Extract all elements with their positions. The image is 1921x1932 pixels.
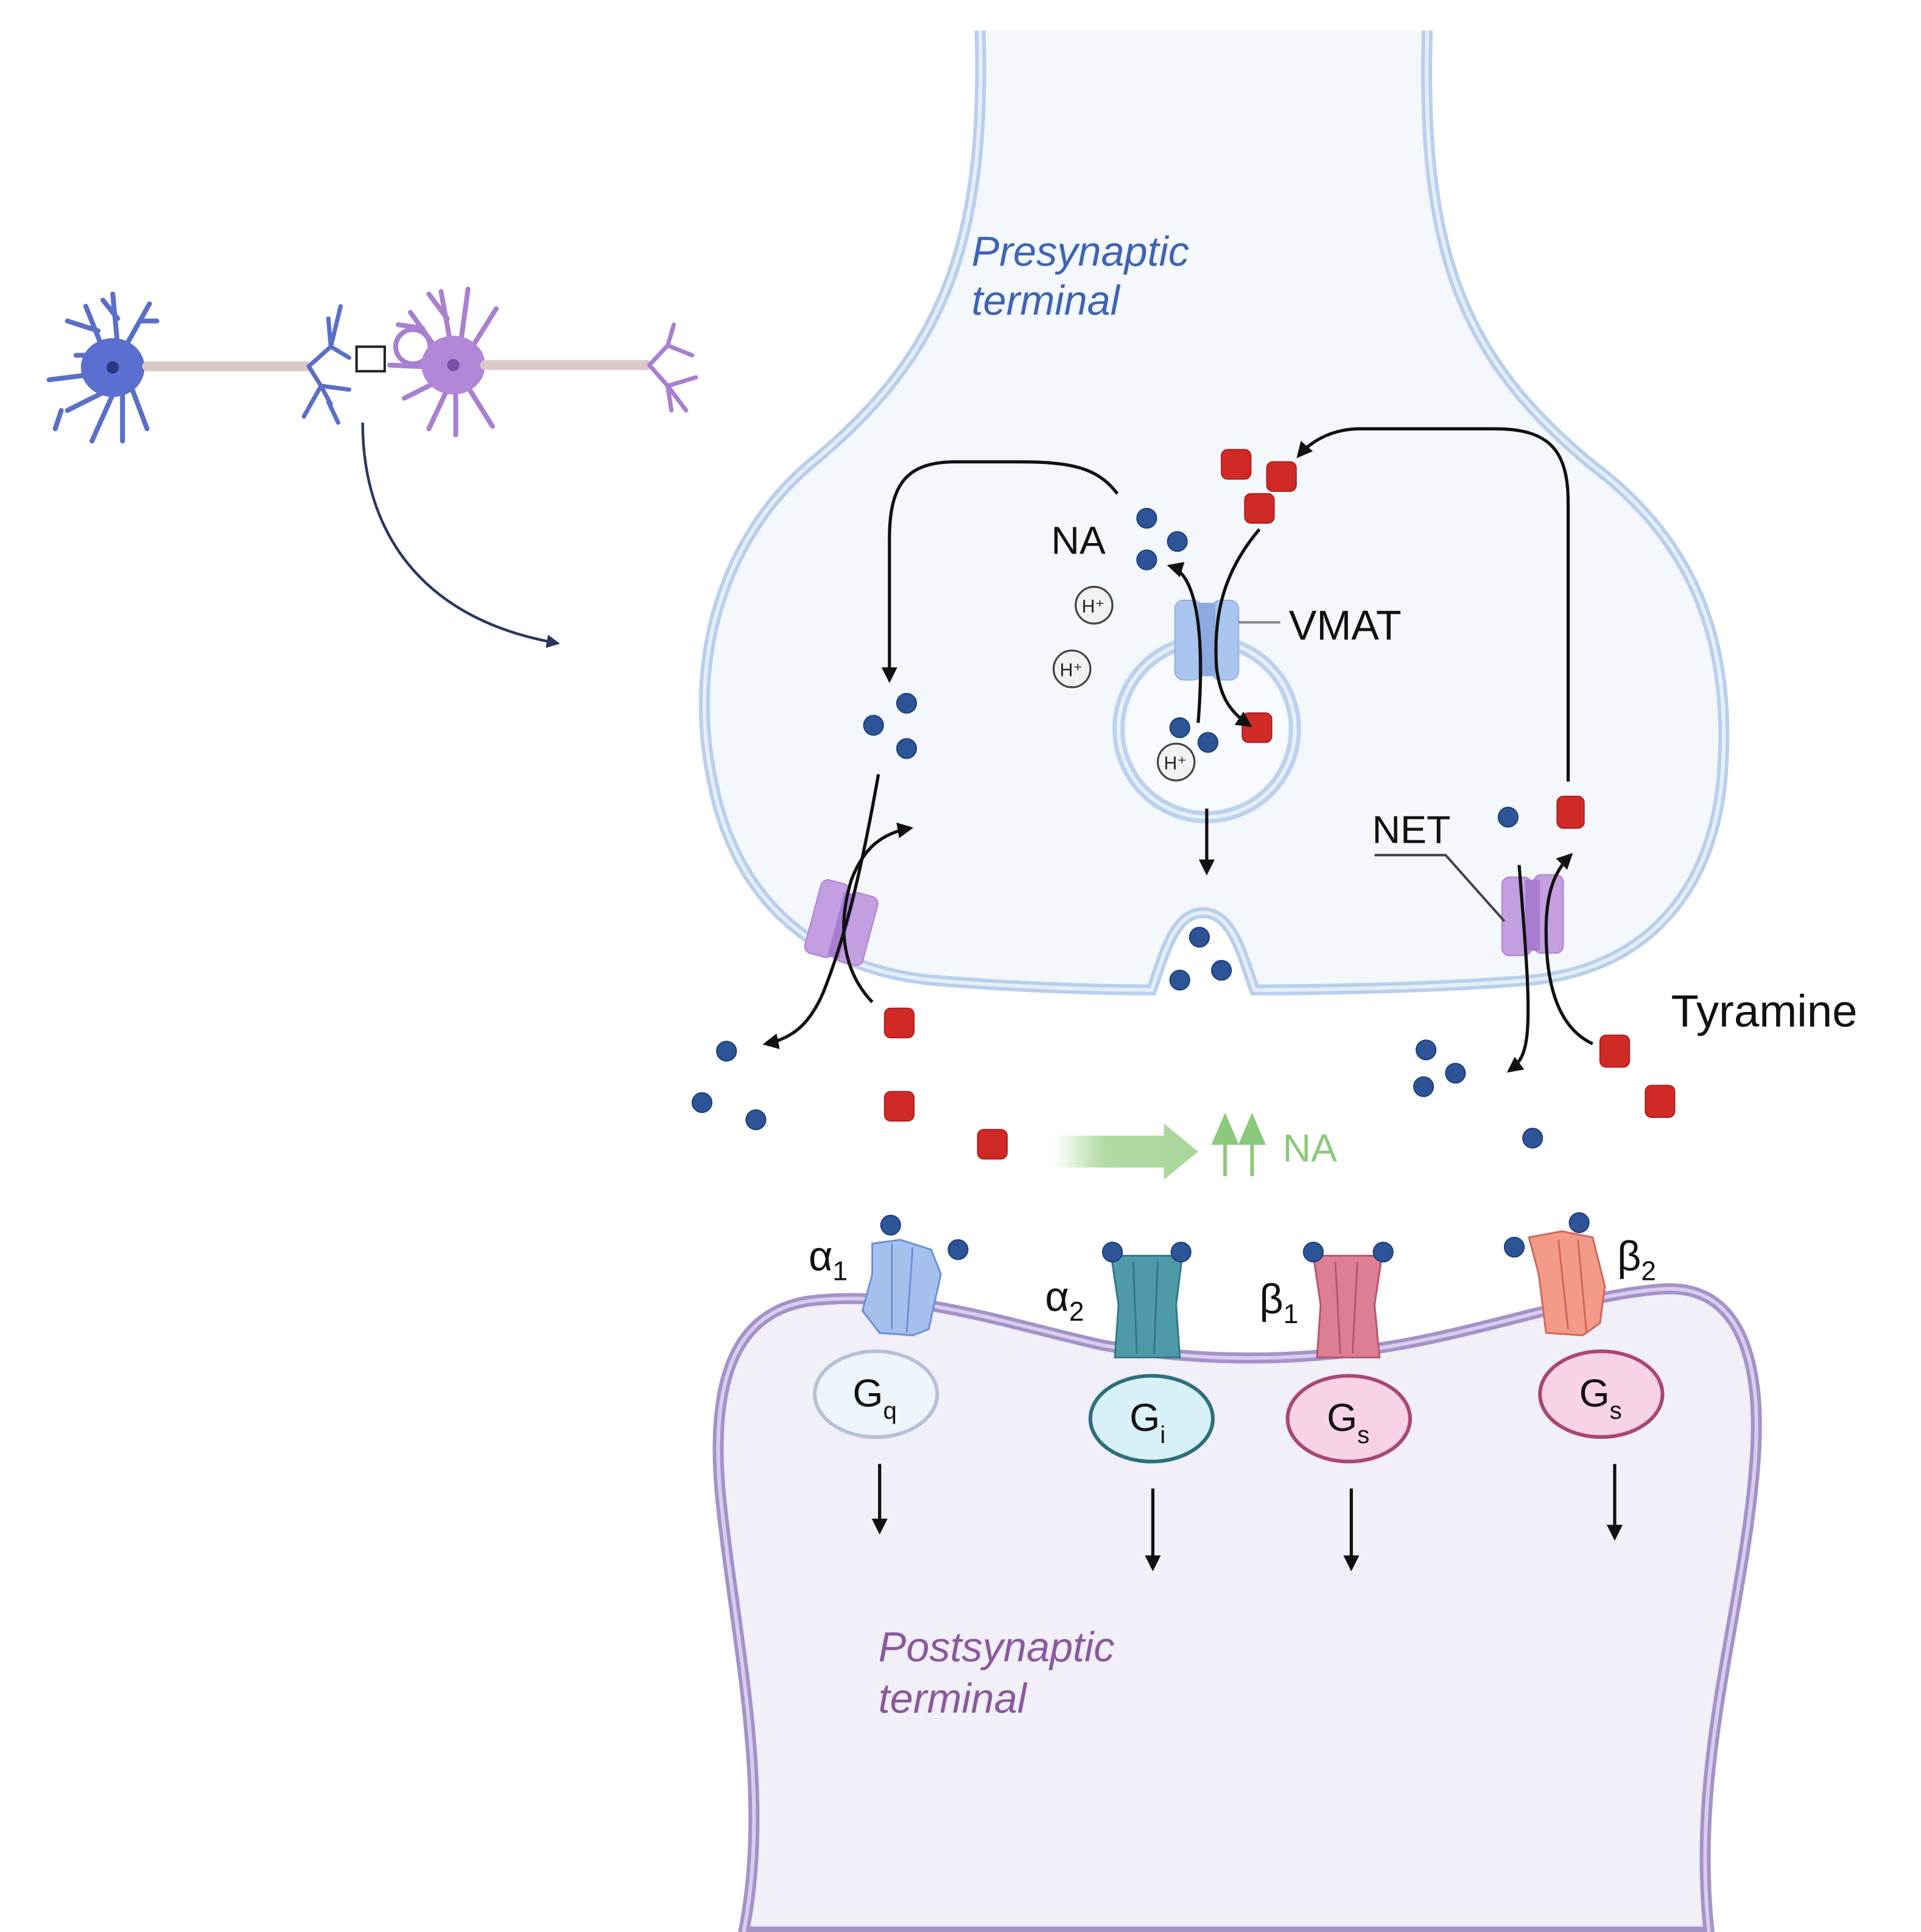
tyramine-uptake-arrow xyxy=(1296,427,1570,782)
increased-na-label: NA xyxy=(1283,1126,1337,1170)
increased-na-indicator: NA xyxy=(1053,1112,1337,1180)
tyramine-uptake-arrow-right xyxy=(1544,852,1593,1045)
proton-icon: H⁺ xyxy=(1156,742,1196,782)
alpha1-label: α1 xyxy=(809,1233,848,1286)
presynaptic-axon-icon xyxy=(142,361,312,371)
na-reverse-transport-arrow-left xyxy=(762,774,880,1049)
gs-protein-beta2: Gs xyxy=(1538,1349,1665,1439)
gi-protein: Gi xyxy=(1088,1374,1215,1464)
postsynaptic-label-line1: Postsynaptic xyxy=(879,1624,1115,1670)
svg-text:Gs: Gs xyxy=(1327,1396,1369,1449)
tyramine-vmat-arrow xyxy=(1214,528,1261,728)
gs-protein-beta1: Gs xyxy=(1285,1374,1412,1464)
presynaptic-label-line1: Presynaptic xyxy=(972,229,1189,275)
net-leader-line xyxy=(1374,854,1506,922)
zoom-region-box xyxy=(355,345,386,373)
noradrenaline-cluster-cytosol xyxy=(1136,507,1188,571)
tyramine-uptake-arrow-left xyxy=(842,822,914,1003)
tyramine-cluster-cleft-left xyxy=(883,1007,1008,1160)
vmat-transporter-icon xyxy=(1174,599,1240,681)
alpha2-receptor xyxy=(1101,1242,1192,1358)
neuron-overview-icon xyxy=(46,286,698,648)
zoom-pointer-arrow xyxy=(361,423,560,648)
green-arrow-icon xyxy=(1053,1123,1198,1180)
beta2-receptor xyxy=(1503,1212,1606,1337)
beta2-label: β2 xyxy=(1617,1233,1656,1286)
gq-protein: Gq xyxy=(813,1349,939,1439)
alpha2-label: α2 xyxy=(1045,1274,1084,1327)
alpha1-receptor xyxy=(861,1214,969,1337)
na-label: NA xyxy=(1051,518,1105,562)
tyramine-cluster-cleft-right xyxy=(1599,1034,1676,1118)
net-label: NET xyxy=(1372,807,1451,851)
proton-icon: H⁺ xyxy=(1075,586,1114,625)
noradrenaline-cluster-cleft-right xyxy=(1413,1039,1543,1149)
noradrenaline-cluster-cleft-left xyxy=(691,1041,767,1131)
beta1-label: β1 xyxy=(1259,1276,1298,1329)
axon-terminal-icon xyxy=(301,304,352,425)
net-transporter-right-icon xyxy=(1501,874,1564,957)
presynaptic-terminal xyxy=(698,30,1730,996)
tyramine-label: Tyramine xyxy=(1671,986,1857,1036)
svg-text:H⁺: H⁺ xyxy=(1082,597,1105,617)
proton-icon: H⁺ xyxy=(1052,649,1092,689)
double-up-arrow-icon xyxy=(1211,1112,1266,1176)
vmat-label: VMAT xyxy=(1289,602,1402,648)
tyramine-cluster-cytosol xyxy=(1221,449,1297,524)
na-reverse-transport-arrow-right xyxy=(1506,865,1530,1073)
svg-text:H⁺: H⁺ xyxy=(1059,661,1083,681)
tyramine-molecule xyxy=(1556,795,1585,829)
na-recycle-arrow xyxy=(881,460,1119,683)
noradrenaline-molecule xyxy=(1197,732,1219,753)
presynaptic-label-line2: terminal xyxy=(972,278,1121,324)
noradrenaline-molecule xyxy=(1497,806,1519,828)
svg-text:Gi: Gi xyxy=(1129,1396,1165,1449)
noradrenaline-cluster-left xyxy=(863,692,918,759)
noradrenaline-cluster-release xyxy=(1169,927,1232,991)
noradrenaline-molecule xyxy=(1169,717,1190,739)
postsynaptic-label-line2: terminal xyxy=(879,1676,1028,1722)
svg-text:Gs: Gs xyxy=(1579,1371,1622,1424)
svg-text:Gq: Gq xyxy=(852,1371,896,1424)
tyramine-molecule xyxy=(1241,712,1273,743)
na-efflux-arrow xyxy=(1167,562,1203,723)
svg-text:H⁺: H⁺ xyxy=(1164,754,1187,774)
beta1-receptor xyxy=(1302,1242,1394,1358)
